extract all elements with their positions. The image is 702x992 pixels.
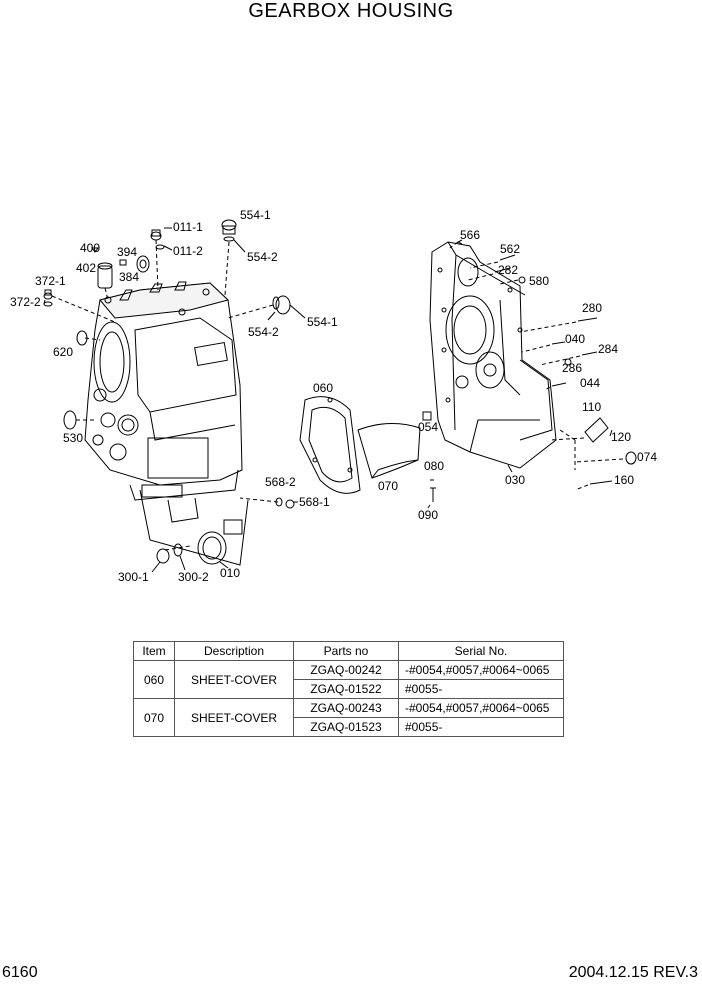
callout-060: 060 <box>313 381 333 395</box>
cell-parts-no: ZGAQ-01523 <box>293 717 399 737</box>
cell-serial: -#0054,#0057,#0064~0065 <box>398 698 564 718</box>
callout-394: 394 <box>117 245 137 259</box>
cell-item: 060 <box>133 660 175 699</box>
header-item: Item <box>133 641 175 661</box>
callout-568-1: 568-1 <box>299 495 330 509</box>
table-row: 070 SHEET-COVER ZGAQ-00243 -#0054,#0057,… <box>133 698 564 737</box>
dowel-054 <box>422 411 432 421</box>
cell-item: 070 <box>133 698 175 737</box>
gearbox-housing-left <box>84 281 249 566</box>
revision-date: 2004.12.15 REV.3 <box>568 964 698 981</box>
cell-parts-no: ZGAQ-01522 <box>293 679 399 699</box>
callout-011-1: 011-1 <box>173 220 203 234</box>
cell-parts-no: ZGAQ-00242 <box>293 660 399 680</box>
callout-562: 562 <box>500 242 520 256</box>
header-description: Description <box>174 641 294 661</box>
callout-568-2: 568-2 <box>265 475 296 489</box>
callout-010: 010 <box>220 566 240 580</box>
callout-286: 286 <box>562 361 582 375</box>
leader-lines-right <box>449 241 624 491</box>
cell-serial: -#0054,#0057,#0064~0065 <box>398 660 564 680</box>
leader-lines-left <box>51 239 279 551</box>
callout-384: 384 <box>119 270 139 284</box>
table-row: ZGAQ-01523 #0055- <box>134 717 564 737</box>
callout-054: 054 <box>418 420 438 434</box>
table-row: 060 SHEET-COVER ZGAQ-00242 -#0054,#0057,… <box>133 660 564 699</box>
gearbox-housing-right <box>429 241 557 469</box>
callout-372-1: 372-1 <box>35 274 66 288</box>
callout-402: 402 <box>76 261 96 275</box>
cell-serial: #0055- <box>398 679 564 699</box>
cell-parts-no: ZGAQ-00243 <box>293 698 399 718</box>
callout-282: 282 <box>498 263 518 277</box>
callout-074: 074 <box>637 450 657 464</box>
callout-284: 284 <box>598 342 618 356</box>
callout-011-2: 011-2 <box>173 244 203 258</box>
callout-580: 580 <box>529 274 549 288</box>
callout-110: 110 <box>582 400 601 414</box>
callout-labels: 011-1 011-2 554-1 554-2 400 394 384 402 … <box>10 208 657 584</box>
callout-300-1: 300-1 <box>118 570 149 584</box>
callout-070: 070 <box>378 479 398 493</box>
sheet-cover-070 <box>357 422 421 479</box>
callout-554-2-side: 554-2 <box>248 325 279 339</box>
callout-040: 040 <box>565 332 585 346</box>
callout-400: 400 <box>80 241 100 255</box>
callout-030: 030 <box>505 473 525 487</box>
callout-160: 160 <box>614 473 634 487</box>
callout-090: 090 <box>418 508 438 522</box>
callout-leaders <box>43 227 613 573</box>
callout-554-1-side: 554-1 <box>307 315 338 329</box>
sheet-cover-060 <box>299 396 361 494</box>
callout-372-2: 372-2 <box>10 295 41 309</box>
callout-554-2-top: 554-2 <box>247 250 278 264</box>
parts-table: Item Description Parts no Serial No. 060… <box>133 641 564 737</box>
screw-090 <box>430 487 436 502</box>
page-number: 6160 <box>2 964 38 981</box>
small-parts-left <box>43 219 295 564</box>
callout-620: 620 <box>53 345 73 359</box>
cell-serial: #0055- <box>398 717 564 737</box>
callout-080: 080 <box>424 459 444 473</box>
exploded-view-drawing: 011-1 011-2 554-1 554-2 400 394 384 402 … <box>10 208 657 584</box>
callout-120: 120 <box>611 430 631 444</box>
cell-description: SHEET-COVER <box>174 698 294 737</box>
callout-530: 530 <box>63 431 83 445</box>
callout-280: 280 <box>582 301 602 315</box>
cell-description: SHEET-COVER <box>174 660 294 699</box>
callout-554-1-top: 554-1 <box>240 208 271 222</box>
header-serial-no: Serial No. <box>398 641 564 661</box>
page-title: GEARBOX HOUSING <box>248 0 454 22</box>
table-header-row: Item Description Parts no Serial No. <box>133 641 564 661</box>
header-parts-no: Parts no <box>293 641 399 661</box>
callout-300-2: 300-2 <box>178 570 209 584</box>
callout-566: 566 <box>460 228 480 242</box>
callout-044: 044 <box>580 376 600 390</box>
